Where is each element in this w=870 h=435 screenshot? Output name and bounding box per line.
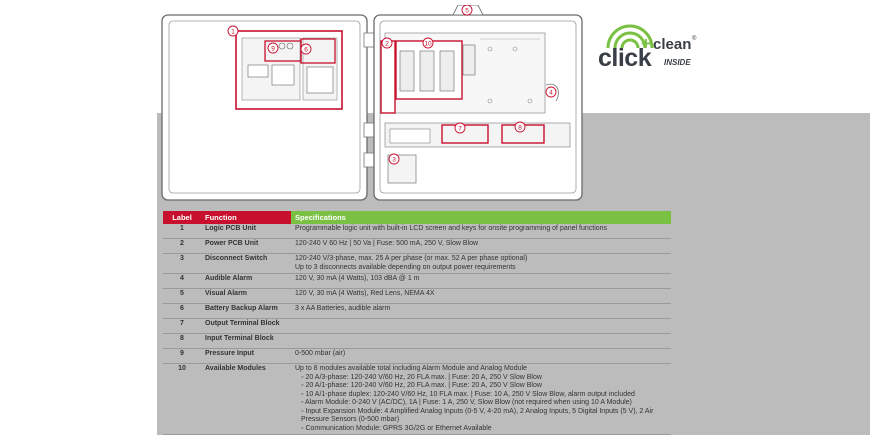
- row-specifications: 120-240 V 60 Hz | 50 Va | Fuse: 500 mA, …: [291, 238, 671, 254]
- logo-tagline: INSIDE: [664, 58, 691, 67]
- row-function: Audible Alarm: [201, 273, 291, 289]
- callout-1: 1: [231, 28, 235, 35]
- row-label: 8: [163, 333, 201, 349]
- spec-line: 0-500 mbar (air): [295, 350, 346, 357]
- spec-line: 120 V, 30 mA (4 Watts), 103 dBA @ 1 m: [295, 275, 420, 282]
- callout-8: 8: [518, 124, 522, 131]
- spec-line: 120-240 V/3-phase, max. 25 A per phase (…: [295, 255, 528, 262]
- row-specifications: 120 V, 30 mA (4 Watts), Red Lens, NEMA 4…: [291, 288, 671, 304]
- wifi-arcs-icon: [606, 24, 654, 49]
- click-clean-logo: click + clean ® INSIDE: [598, 24, 708, 76]
- callout-10: 10: [424, 40, 432, 47]
- callout-9: 9: [271, 45, 275, 52]
- module-list-item: 10 A/1-phase duplex: 120-240 V/60 Hz, 10…: [301, 391, 667, 400]
- row-label: 10: [163, 363, 201, 435]
- row-function: Input Terminal Block: [201, 333, 291, 349]
- row-label: 3: [163, 253, 201, 274]
- callout-6: 6: [304, 46, 308, 53]
- module-list-item: Communication Module: GPRS 3G/2G or Ethe…: [301, 425, 667, 434]
- row-specifications: [291, 318, 671, 334]
- row-label: 4: [163, 273, 201, 289]
- row-function: Pressure Input: [201, 348, 291, 364]
- row-label: 7: [163, 318, 201, 334]
- header-label: Label: [163, 211, 201, 224]
- row-function: Output Terminal Block: [201, 318, 291, 334]
- row-label: 1: [163, 224, 201, 239]
- spec-line: Programmable logic unit with built-in LC…: [295, 225, 608, 232]
- module-list-item: 20 A/3-phase: 120-240 V/60 Hz, 20 FLA ma…: [301, 374, 667, 383]
- row-label: 5: [163, 288, 201, 304]
- row-specifications: 120 V, 30 mA (4 Watts), 103 dBA @ 1 m: [291, 273, 671, 289]
- row-function: Logic PCB Unit: [201, 224, 291, 239]
- row-label: 6: [163, 303, 201, 319]
- row-label: 9: [163, 348, 201, 364]
- spec-line: 120-240 V 60 Hz | 50 Va | Fuse: 500 mA, …: [295, 240, 479, 247]
- row-specifications: 120-240 V/3-phase, max. 25 A per phase (…: [291, 253, 671, 274]
- row-function: Disconnect Switch: [201, 253, 291, 274]
- row-function: Power PCB Unit: [201, 238, 291, 254]
- callout-7: 7: [458, 125, 462, 132]
- module-list-item: 20 A/1-phase: 120-240 V/60 Hz, 20 FLA ma…: [301, 382, 667, 391]
- row-specifications: [291, 333, 671, 349]
- row-specifications: Programmable logic unit with built-in LC…: [291, 224, 671, 239]
- spec-line: Up to 8 modules available total includin…: [295, 365, 527, 372]
- row-specifications: 0-500 mbar (air): [291, 348, 671, 364]
- row-function: Battery Backup Alarm: [201, 303, 291, 319]
- module-list-item: Alarm Module: 0-240 V (AC/DC), 1A | Fuse…: [301, 399, 667, 408]
- row-function: Available Modules: [201, 363, 291, 435]
- row-function: Visual Alarm: [201, 288, 291, 304]
- module-list: 20 A/3-phase: 120-240 V/60 Hz, 20 FLA ma…: [295, 374, 667, 434]
- row-specifications: Up to 8 modules available total includin…: [291, 363, 671, 435]
- logo-registered-mark: ®: [692, 36, 697, 42]
- header-specifications: Specifications: [291, 211, 671, 224]
- callout-5: 5: [465, 7, 469, 14]
- module-list-item: Input Expansion Module: 4 Amplified Anal…: [301, 408, 667, 425]
- callout-2: 2: [385, 40, 389, 47]
- callout-4: 4: [549, 89, 553, 96]
- row-specifications: 3 x AA Batteries, audible alarm: [291, 303, 671, 319]
- table-header-row: Label Function Specifications: [163, 211, 671, 224]
- logo-word-clean: clean: [653, 36, 692, 53]
- logo-word-click: click: [598, 44, 652, 72]
- control-panel-diagram: 1 2 3 4 5 6 7 8 9 10: [161, 5, 583, 201]
- spec-line: 3 x AA Batteries, audible alarm: [295, 305, 391, 312]
- spec-line: 120 V, 30 mA (4 Watts), Red Lens, NEMA 4…: [295, 290, 435, 297]
- callout-3: 3: [392, 156, 396, 163]
- row-label: 2: [163, 238, 201, 254]
- logo-plus: +: [641, 34, 651, 53]
- header-function: Function: [201, 211, 291, 224]
- spec-line: Up to 3 disconnects available depending …: [295, 263, 516, 271]
